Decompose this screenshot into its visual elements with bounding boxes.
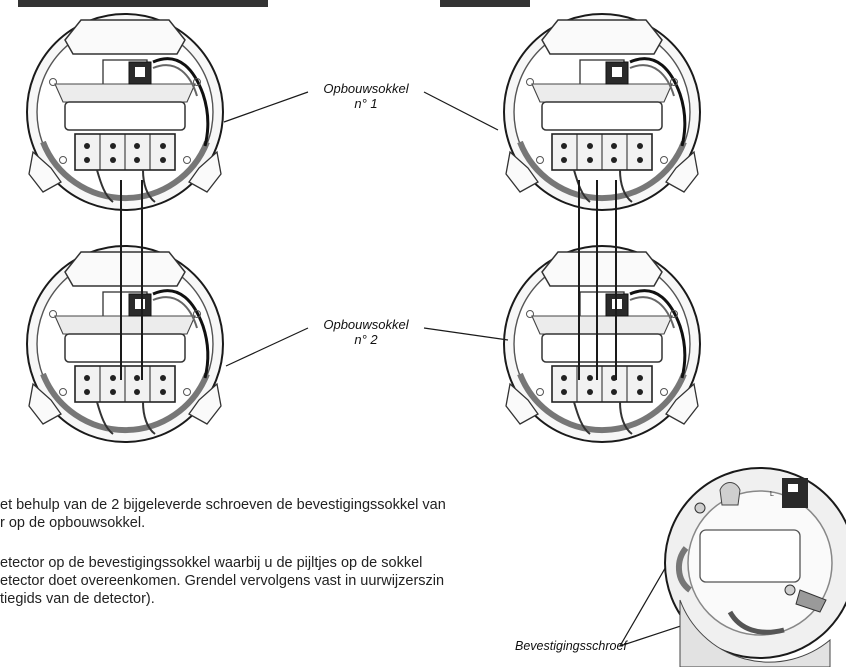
surface-socket-1-right [504, 14, 700, 210]
instruction-line: etector op de bevestigingssokkel waarbij… [0, 555, 423, 571]
instruction-line: etector doet overeenkomen. Grendel vervo… [0, 573, 445, 589]
instruction-paragraph-1: et behulp van de 2 bijgeleverde schroeve… [0, 496, 446, 532]
wires-right [578, 180, 617, 380]
instruction-line: r op de opbouwsokkel. [0, 515, 146, 531]
cropped-heading-right [440, 0, 530, 7]
instruction-line: tiegids van de detector). [0, 591, 155, 607]
label-surface-socket-2-name: Opbouwsokkel [323, 317, 409, 332]
svg-text:L: L [770, 491, 774, 498]
label-surface-socket-2: Opbouwsokkel n° 2 [296, 317, 436, 347]
wires-left [120, 180, 143, 380]
surface-socket-1-left [27, 14, 223, 210]
surface-socket-2-right [504, 246, 700, 442]
label-surface-socket-2-number: n° 2 [354, 332, 378, 347]
fixing-base-photo: L [664, 467, 846, 667]
instruction-line: et behulp van de 2 bijgeleverde schroeve… [0, 497, 446, 513]
label-surface-socket-1: Opbouwsokkel n° 1 [296, 81, 436, 111]
label-fixing-screw: Bevestigingsschroef [515, 639, 627, 653]
cropped-heading-left [18, 0, 268, 7]
surface-socket-2-left [27, 246, 223, 442]
label-surface-socket-1-name: Opbouwsokkel [323, 81, 409, 96]
label-surface-socket-1-number: n° 1 [354, 96, 378, 111]
instruction-paragraph-2: etector op de bevestigingssokkel waarbij… [0, 554, 444, 608]
